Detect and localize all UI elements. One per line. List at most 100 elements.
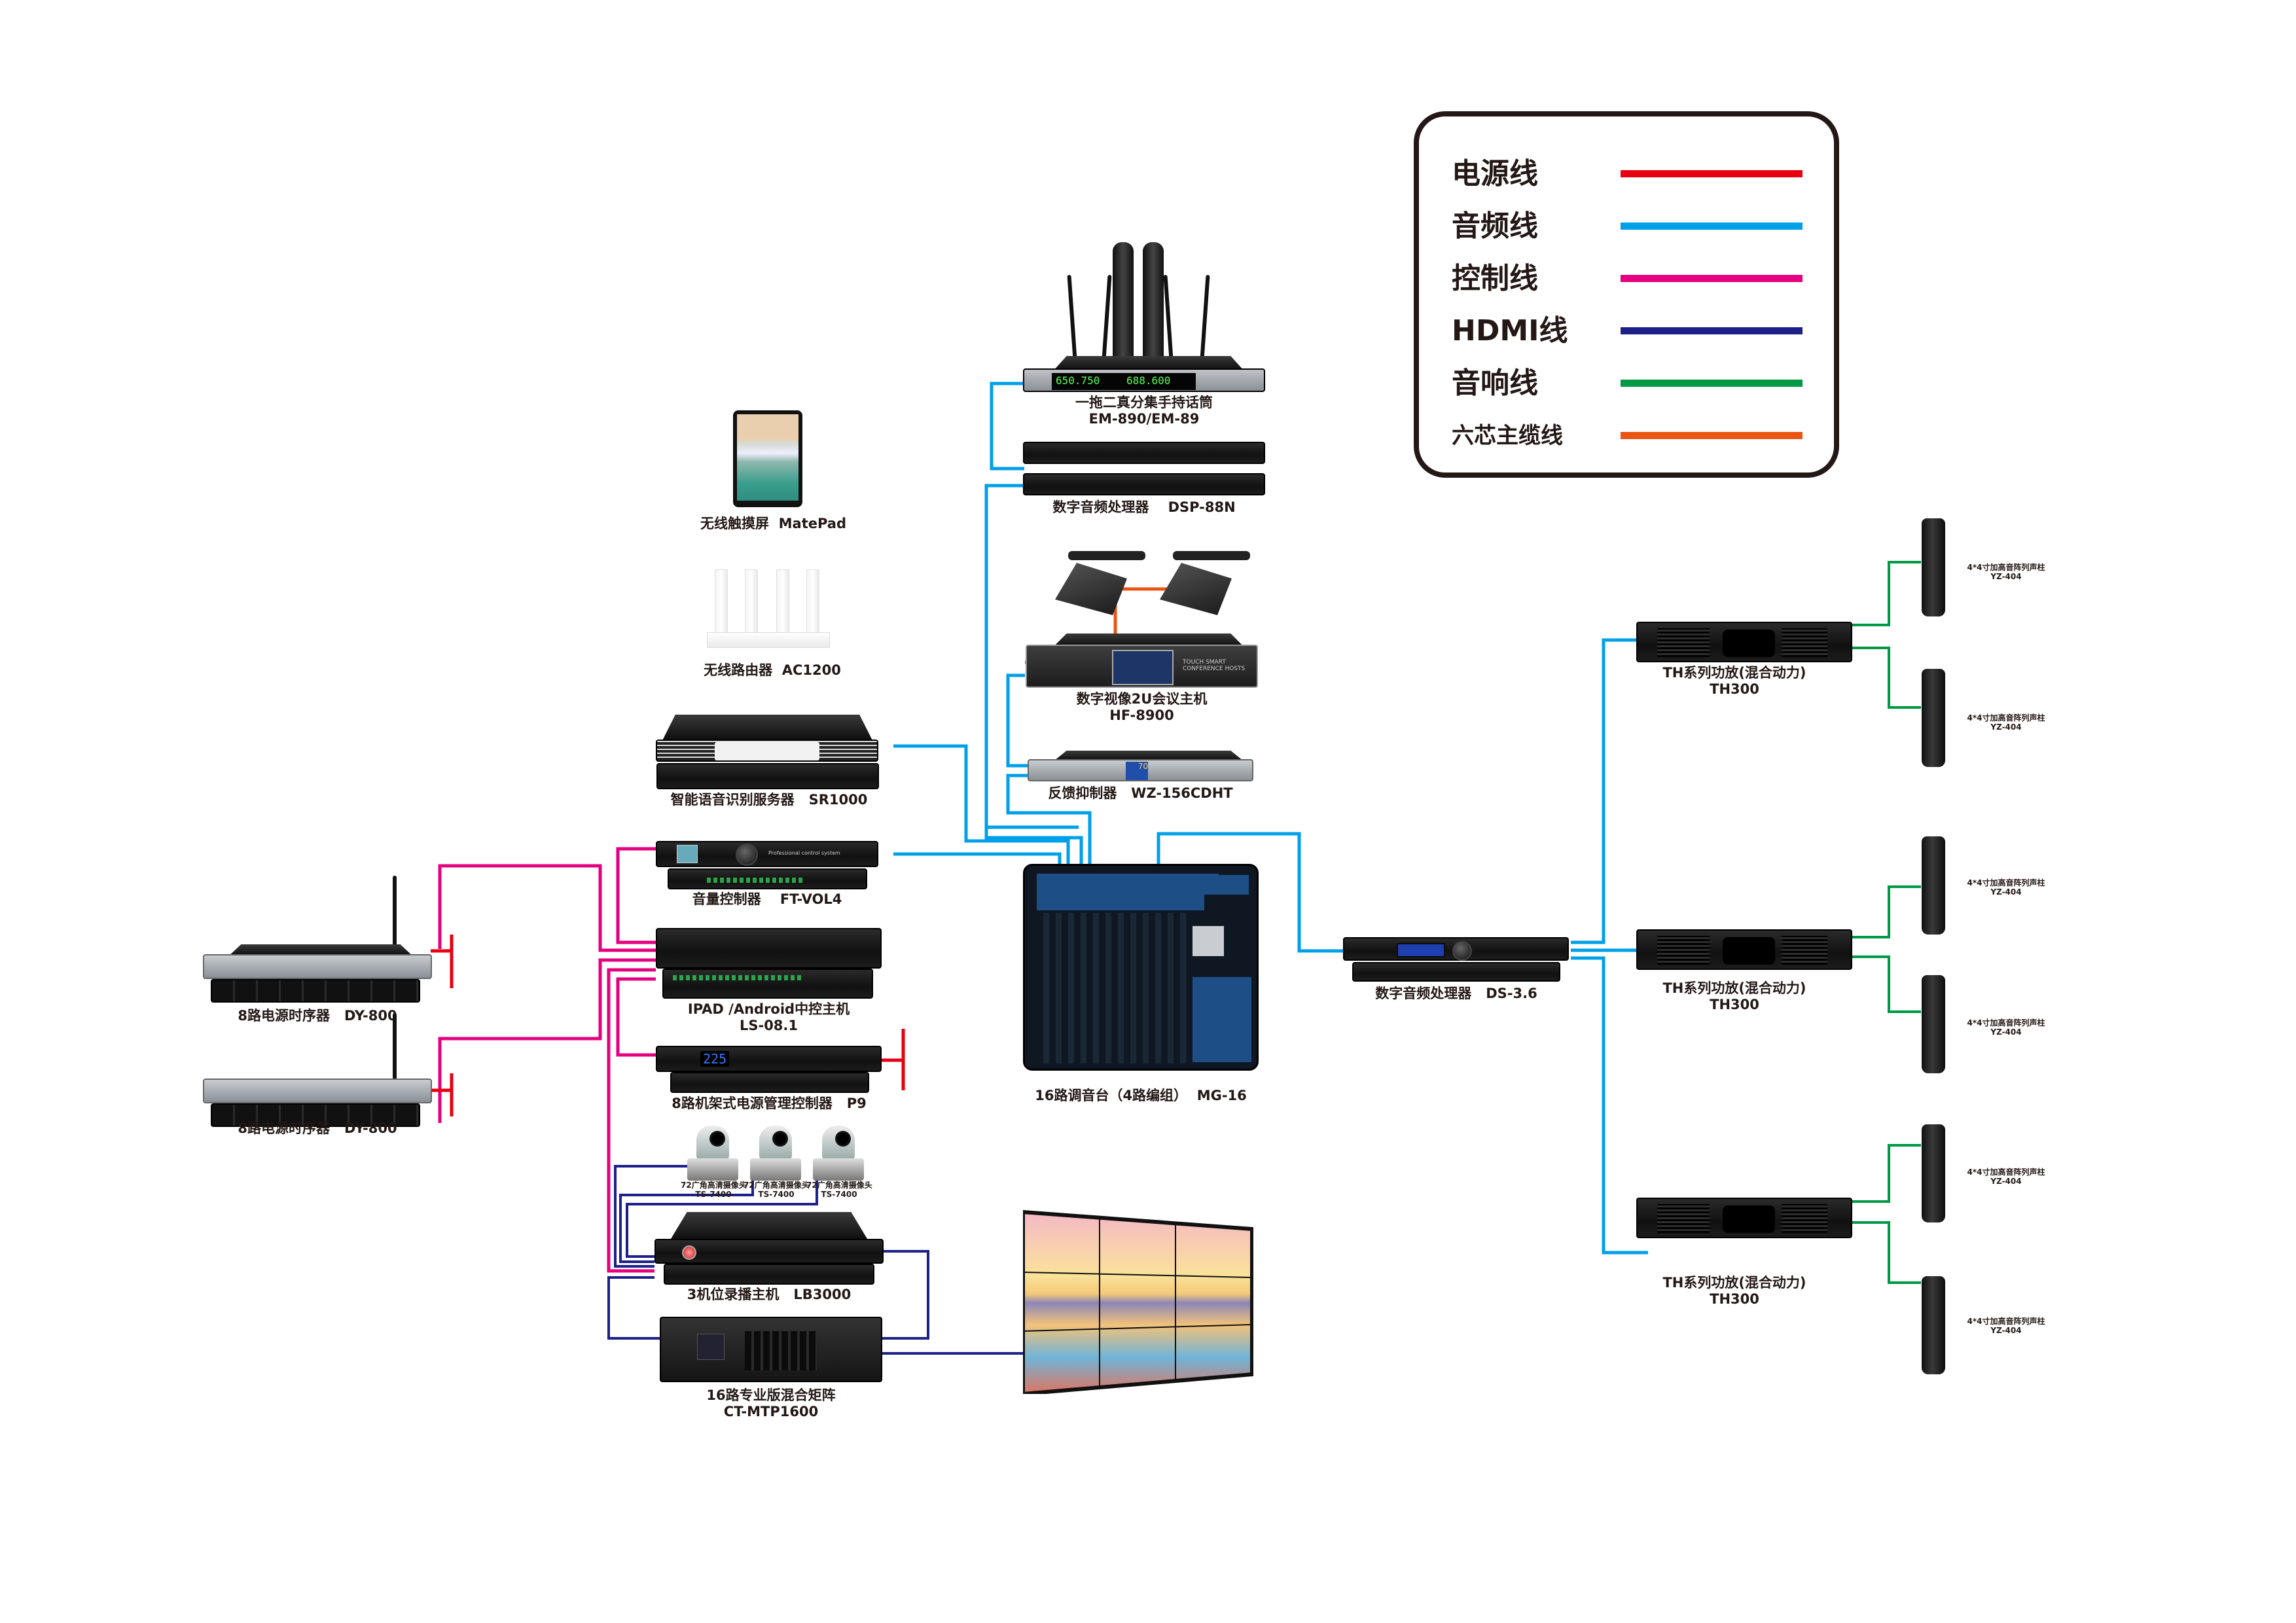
legend-swatch-audio	[1621, 223, 1803, 230]
device-name: 72广角高清摄像头	[681, 1181, 747, 1190]
device-name: 16路调音台（4路编组）	[1035, 1088, 1188, 1103]
device-label: 数字音频处理器 DS-3.6	[1335, 986, 1577, 1002]
wire-rec-matrix-left	[607, 1276, 660, 1340]
wire-hf-to-mixer	[984, 720, 1079, 829]
wire-host-to-wz	[1006, 673, 1041, 768]
wire-amp2-spk4	[1852, 955, 1921, 1013]
antenna-icon	[393, 876, 397, 948]
panel-text: Professional control system	[768, 850, 840, 856]
device-name: 8路电源时序器	[238, 1120, 331, 1136]
antenna-icon	[393, 1013, 397, 1085]
legend-hdmi: HDMI线	[1452, 312, 1818, 351]
device-model: YZ-404	[1990, 1177, 2022, 1186]
device-model: P9	[846, 1096, 867, 1111]
device-name: TH系列功放(混合动力)	[1662, 665, 1806, 681]
speaker-icon	[1922, 669, 1945, 767]
router-icon	[707, 569, 830, 648]
device-label: 数字视像2U会议主机 HF-8900	[1026, 691, 1258, 724]
device-label: 一拖二真分集手持话筒 EM-890/EM-89	[1023, 395, 1265, 427]
device-model: FT-VOL4	[780, 891, 842, 907]
device-model: YZ-404	[1990, 1326, 2022, 1336]
device-label: 72广角高清摄像头 TS-7400	[744, 1181, 810, 1200]
device-name: 4*4寸加高音阵列声柱	[1967, 1018, 2045, 1027]
device-model: TH300	[1710, 997, 1759, 1013]
device-model: YZ-404	[1990, 1027, 2022, 1037]
device-label: 8路电源时序器 DY-800	[203, 1120, 432, 1137]
device-label: 无线路由器 AC1200	[700, 662, 844, 679]
device-label: 16路专业版混合矩阵 CT-MTP1600	[660, 1387, 882, 1420]
device-label: 4*4寸加高音阵列声柱 YZ-404	[1957, 1168, 2055, 1186]
wire-ctrl-vol	[616, 847, 656, 944]
wire-mic-to-dsp	[990, 382, 1024, 471]
wire-amp2-spk3	[1852, 885, 1921, 938]
power-wires	[431, 935, 905, 1116]
device-name: 音量控制器	[692, 891, 761, 907]
device-model: DS-3.6	[1486, 986, 1537, 1001]
hdmi-wires	[607, 1165, 1023, 1355]
handheld-mic-icon	[1143, 242, 1164, 360]
wire-wz-to-mixer	[1006, 774, 1092, 864]
bezel-line	[1022, 1324, 1253, 1332]
device-model: TH300	[1710, 1291, 1759, 1308]
legend-swatch-hdmi	[1621, 327, 1803, 334]
wire-amp1-spk2	[1852, 647, 1921, 709]
legend-audio: 音频线	[1452, 207, 1818, 246]
legend-label: 音频线	[1452, 209, 1538, 243]
wire-amp3-spk5	[1852, 1144, 1921, 1203]
voltage-display: 225	[700, 1051, 730, 1067]
device-label: IPAD /Android中控主机 LS-08.1	[656, 1001, 882, 1034]
tablet-icon	[733, 410, 802, 507]
device-model: DY-800	[344, 1008, 397, 1024]
device-label: 音量控制器 FT-VOL4	[656, 891, 878, 908]
speaker-icon	[1922, 1124, 1945, 1222]
device-label: 3机位录播主机 LB3000	[655, 1287, 884, 1303]
device-name: 72广角高清摄像头	[806, 1181, 872, 1190]
device-model: DY-800	[344, 1120, 397, 1136]
wire-ds-to-amp3	[1571, 956, 1648, 1255]
front-badge	[715, 742, 819, 760]
device-name: 数字音频处理器	[1375, 986, 1472, 1001]
volume-knob-icon	[736, 844, 758, 866]
device-name: 数字视像2U会议主机	[1076, 691, 1208, 707]
legend-trunk: 六芯主缆线	[1452, 416, 1818, 455]
cable-legend: 电源线 音频线 控制线 HDMI线 音响线 六芯主缆线	[1414, 111, 1839, 478]
camera-icon	[687, 1126, 738, 1185]
wire-amp1-spk1	[1852, 561, 1921, 626]
gooseneck-icon	[1173, 551, 1250, 560]
audio-wires	[893, 382, 1648, 1255]
panel-text: TOUCH SMART CONFERENCE HOSTS	[1183, 659, 1246, 672]
device-model: YZ-404	[1990, 572, 2022, 582]
lcd-icon	[697, 1334, 725, 1360]
power-button-icon	[682, 1245, 696, 1260]
handheld-mic-icon	[1113, 242, 1134, 360]
device-name: 8路电源时序器	[238, 1008, 331, 1024]
device-name: 智能语音识别服务器	[670, 792, 795, 808]
wire-cam3-rec	[626, 1169, 818, 1258]
legend-swatch-control	[1621, 275, 1803, 282]
device-model: WZ-156CDHT	[1131, 785, 1233, 801]
device-name: 无线路由器	[704, 662, 773, 678]
device-model: SR1000	[808, 792, 868, 808]
device-label: 8路机架式电源管理控制器 P9	[648, 1096, 890, 1112]
device-name: 无线触摸屏	[700, 516, 769, 531]
device-name: IPAD /Android中控主机	[687, 1001, 850, 1017]
device-model: YZ-404	[1990, 722, 2022, 732]
device-name: 4*4寸加高音阵列声柱	[1967, 713, 2045, 722]
device-name: 4*4寸加高音阵列声柱	[1967, 1317, 2045, 1326]
meter-panel	[1723, 937, 1775, 965]
legend-label: HDMI线	[1452, 314, 1568, 348]
encoder-knob-icon	[1452, 941, 1472, 961]
control-wires	[438, 847, 656, 1273]
device-label: 4*4寸加高音阵列声柱 YZ-404	[1957, 1018, 2055, 1037]
wire-rec-matrix-right	[880, 1250, 929, 1340]
device-name: 反馈抑制器	[1048, 785, 1117, 801]
speaker-wires	[1852, 561, 1921, 1284]
video-wall	[1021, 1209, 1254, 1397]
legend-label: 电源线	[1452, 157, 1538, 190]
device-label: 4*4寸加高音阵列声柱 YZ-404	[1957, 878, 2055, 897]
device-label: 4*4寸加高音阵列声柱 YZ-404	[1957, 563, 2055, 582]
mixer-console-icon	[1023, 864, 1259, 1071]
device-model: HF-8900	[1109, 707, 1174, 724]
legend-label: 六芯主缆线	[1452, 423, 1563, 449]
device-model: TH300	[1710, 681, 1759, 698]
